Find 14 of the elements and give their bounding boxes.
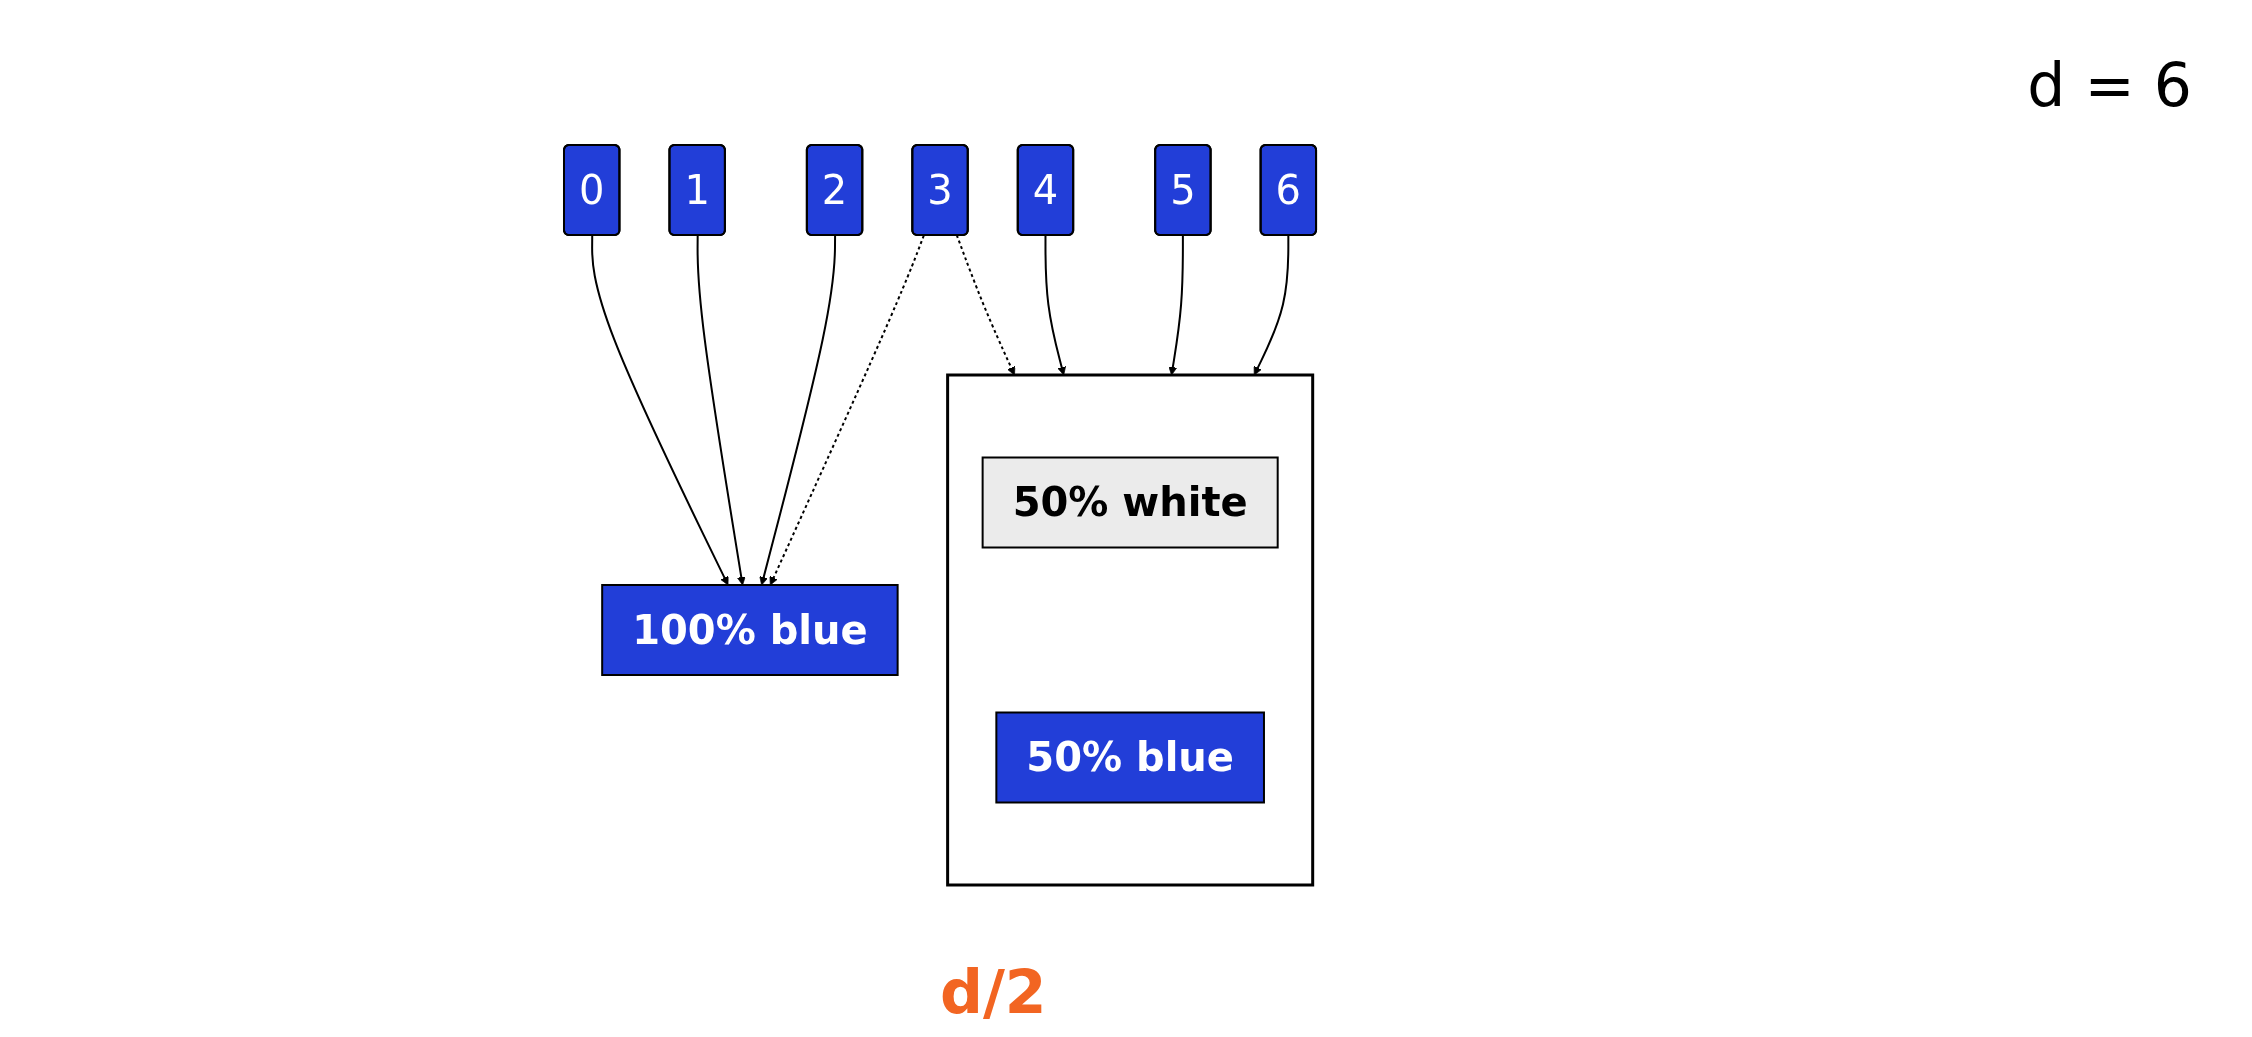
arrow: [1253, 234, 1290, 376]
arrow: [1044, 234, 1066, 376]
arrow: [1168, 234, 1184, 376]
node-box: 100% blue: [601, 584, 899, 676]
arrow: [696, 234, 746, 586]
arrow: [955, 234, 1016, 376]
arrow: [759, 234, 837, 586]
parameter-note: d = 6: [2027, 50, 2192, 120]
cluster: [946, 373, 1315, 887]
arrow: [769, 234, 925, 586]
node-box: 50% white: [981, 456, 1279, 549]
node-box: 50% blue: [995, 711, 1265, 804]
midpoint-label: d/2: [940, 957, 1047, 1027]
arrow: [591, 234, 729, 586]
